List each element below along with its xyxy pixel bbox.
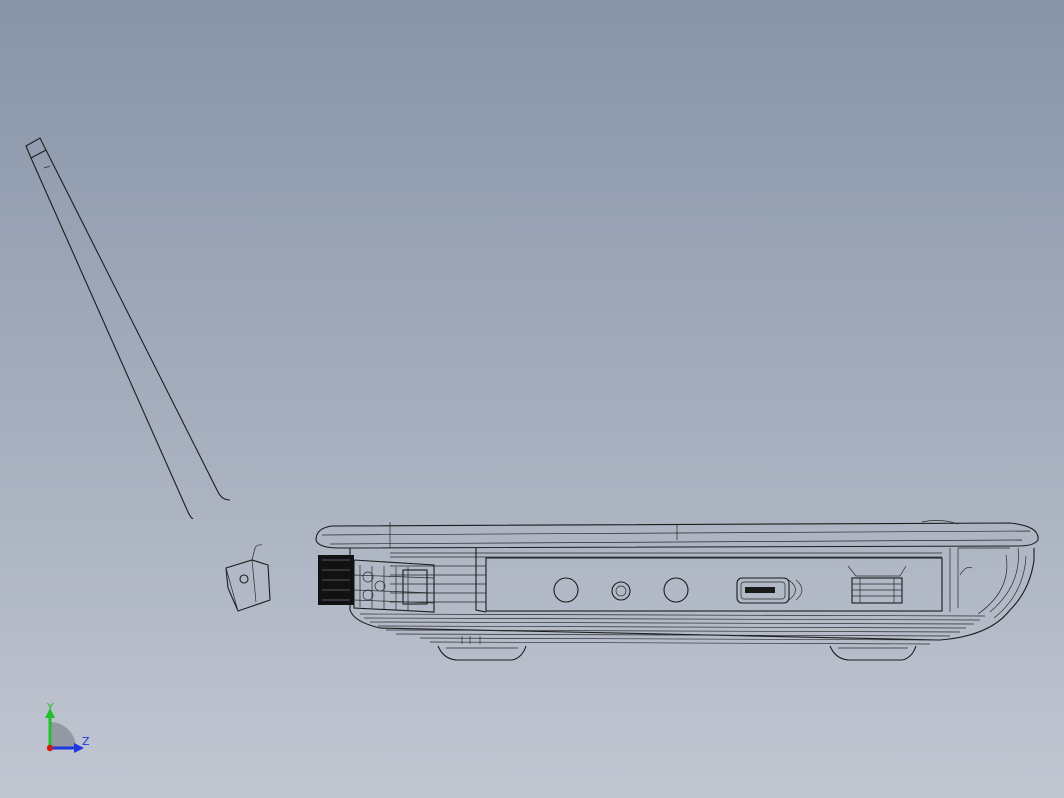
z-axis-arrowhead	[74, 743, 84, 753]
antenna-hinge	[225, 544, 271, 612]
antenna	[25, 137, 231, 519]
coordinate-triad: Y Z	[45, 701, 90, 753]
triad-origin	[46, 744, 54, 752]
y-axis-label: Y	[46, 701, 54, 714]
rear-foot	[829, 645, 917, 661]
round-port-1	[553, 577, 579, 603]
router-body	[315, 520, 1039, 645]
round-port-2	[611, 581, 631, 601]
front-foot	[437, 645, 527, 661]
round-port-3	[663, 577, 689, 603]
y-axis-arrowhead	[45, 708, 55, 718]
antenna-connector	[318, 555, 435, 613]
usb-port	[736, 577, 803, 604]
z-axis-label: Z	[82, 735, 90, 748]
ethernet-port	[847, 565, 907, 604]
triad-quarter-disc	[50, 722, 76, 748]
